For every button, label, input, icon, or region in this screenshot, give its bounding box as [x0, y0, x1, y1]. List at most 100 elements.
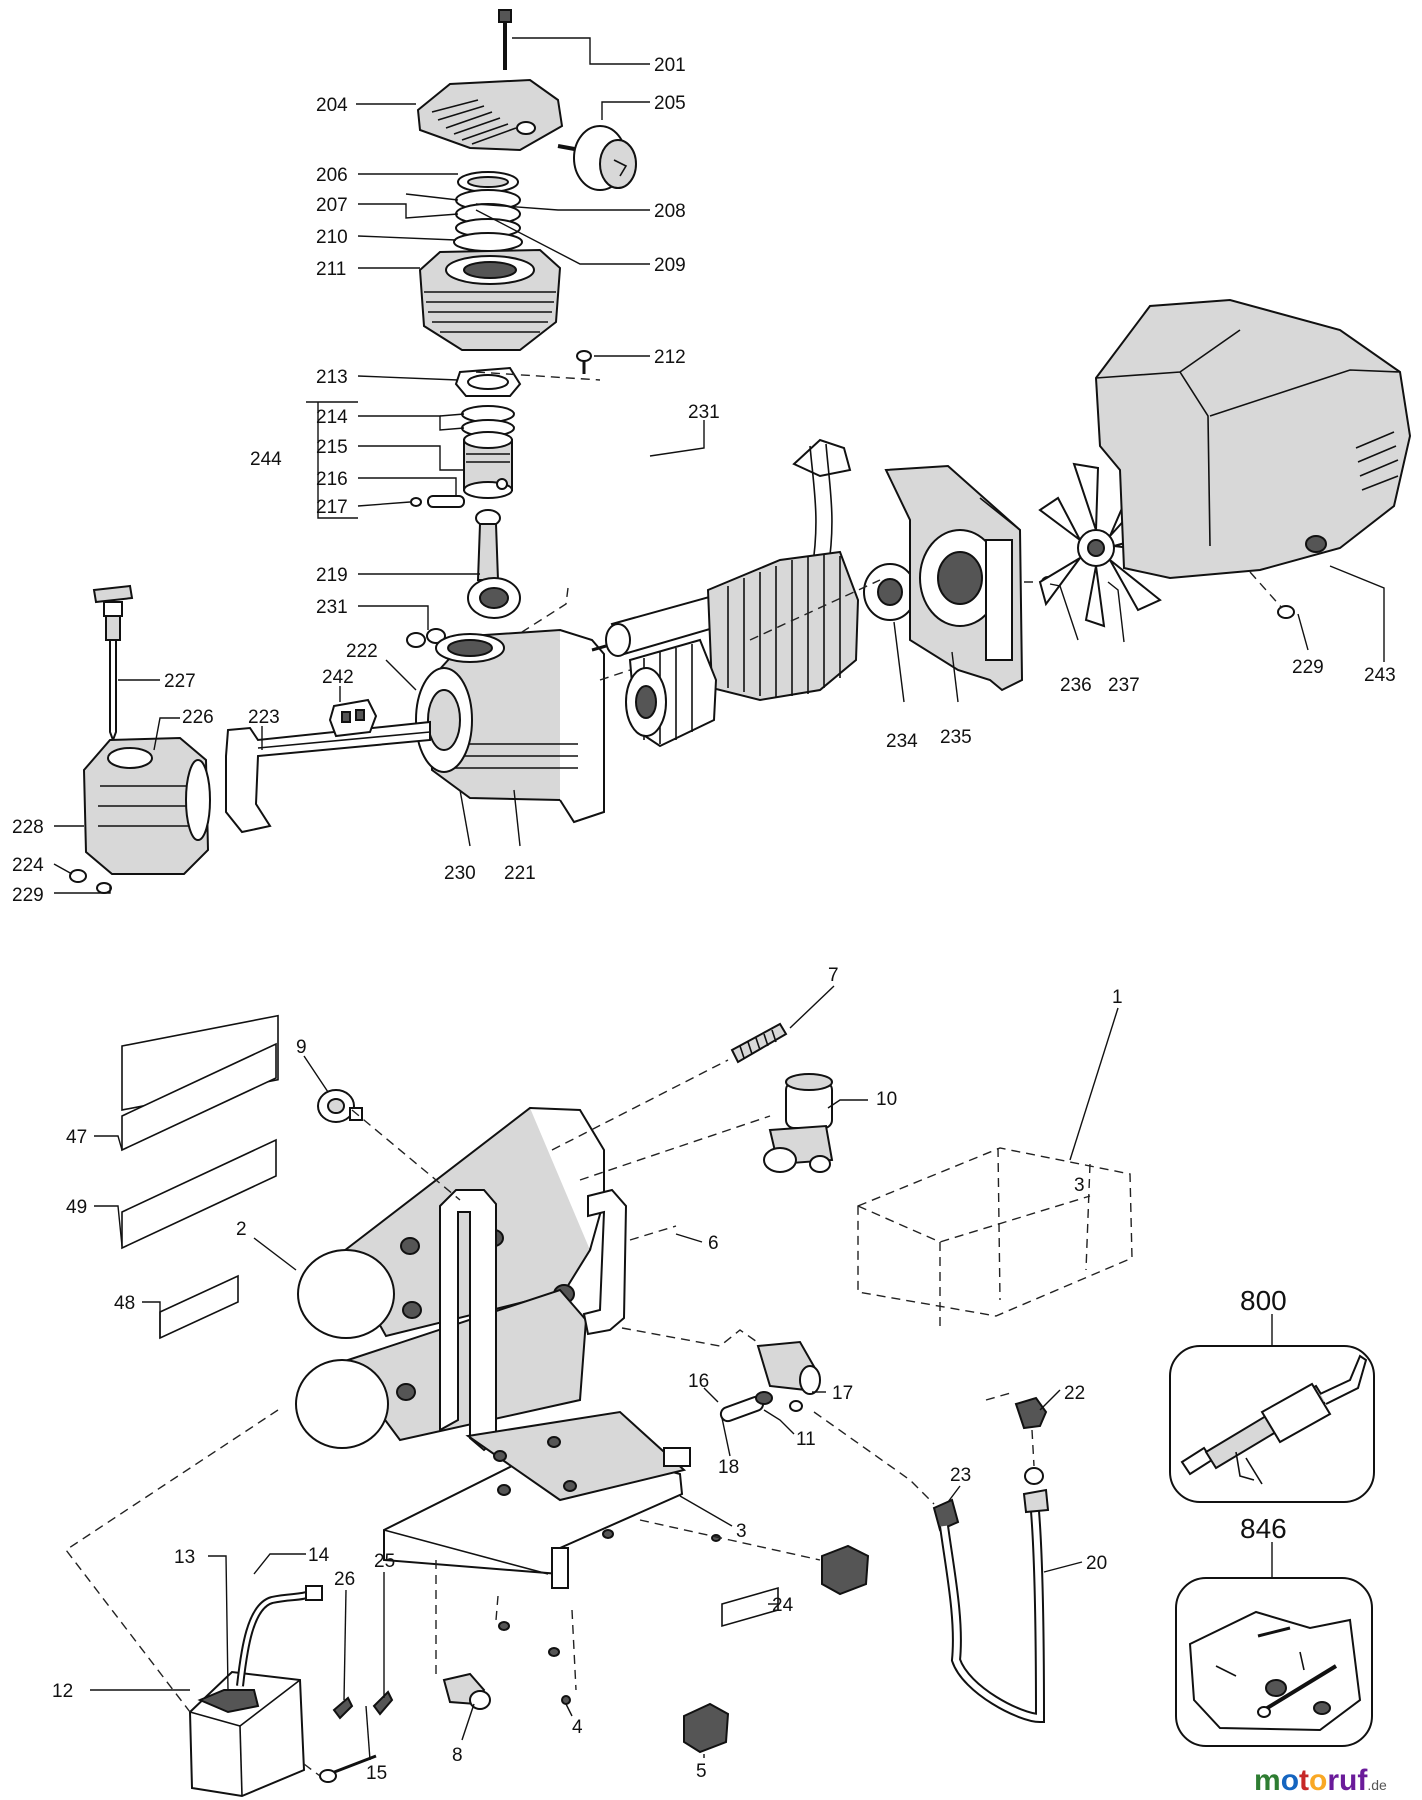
- callout-236: 236: [1060, 675, 1092, 696]
- svg-text:motoruf.de: motoruf.de: [1254, 1764, 1387, 1797]
- callout-8: 8: [452, 1745, 463, 1766]
- callout-216: 216: [316, 469, 348, 490]
- head-bolt: [498, 9, 512, 70]
- pressure-gauge: [317, 1089, 363, 1123]
- callout-237: 237: [1108, 675, 1140, 696]
- callout-242: 242: [322, 667, 354, 688]
- dash-path: [475, 371, 601, 381]
- shroud-screw: [1277, 605, 1295, 619]
- switch: [328, 698, 378, 738]
- callout-223: 223: [248, 707, 280, 728]
- callout-7: 7: [828, 965, 839, 986]
- callout-234: 234: [886, 731, 918, 752]
- motor-end-bell: [884, 464, 1024, 692]
- watermark-tld: .de: [1367, 1777, 1387, 1793]
- dash-path: [985, 1391, 1015, 1401]
- callout-13: 13: [174, 1547, 195, 1568]
- callout-6: 6: [708, 1233, 719, 1254]
- connecting-rod: [467, 509, 521, 619]
- callout-212: 212: [654, 347, 686, 368]
- callout-207: 207: [316, 195, 348, 216]
- spring: [730, 1022, 788, 1064]
- callout-231-lower: 231: [316, 597, 348, 618]
- callout-846: 846: [1240, 1513, 1287, 1544]
- callout-219: 219: [316, 565, 348, 586]
- callout-26: 26: [334, 1569, 355, 1590]
- callout-244: 244: [250, 449, 282, 470]
- callout-10: 10: [876, 1089, 897, 1110]
- rubber-foot: [683, 1544, 870, 1754]
- dash-path: [551, 1059, 729, 1151]
- cord-and-box: [188, 1585, 323, 1798]
- callout-12: 12: [52, 1681, 73, 1702]
- crankcase: [415, 628, 605, 824]
- label-24-shape: [721, 1586, 779, 1628]
- fan-shroud: [1094, 298, 1412, 580]
- dipstick: [92, 584, 134, 743]
- callout-227: 227: [164, 671, 196, 692]
- callout-1: 1: [1112, 987, 1123, 1008]
- callout-228: 228: [12, 817, 44, 838]
- watermark-m: m: [1254, 1764, 1281, 1797]
- callout-224: 224: [12, 855, 44, 876]
- motor-stator-rotor: [625, 438, 860, 748]
- callout-231-upper: 231: [688, 402, 720, 423]
- dash-path: [64, 1409, 279, 1713]
- rod-nuts: [406, 628, 446, 648]
- leader-lines-top: [53, 37, 1385, 894]
- callout-17: 17: [832, 1383, 853, 1404]
- label-47-shape: [121, 1042, 277, 1152]
- callout-205: 205: [654, 93, 686, 114]
- callout-3-carton: 3: [1074, 1175, 1085, 1196]
- callout-243: 243: [1364, 665, 1396, 686]
- callout-2: 2: [236, 1219, 247, 1240]
- watermark-ruf: ruf: [1327, 1764, 1368, 1797]
- pump-motor-assembly: [69, 9, 1412, 894]
- dash-path: [813, 1411, 935, 1505]
- discharge-tube: [932, 1488, 1050, 1724]
- dash-path: [749, 579, 881, 641]
- check-valve: [719, 1340, 821, 1423]
- dash-path: [1031, 1429, 1035, 1467]
- callout-206: 206: [316, 165, 348, 186]
- wire-terminal: [319, 1754, 377, 1783]
- lower-tank: [295, 1288, 588, 1449]
- gear-cover: [69, 736, 211, 894]
- piston-assembly: [410, 405, 515, 508]
- callout-210: 210: [316, 227, 348, 248]
- cylinder-screw: [576, 350, 592, 374]
- callout-229-right: 229: [1292, 657, 1324, 678]
- regulator: [763, 1073, 834, 1173]
- dash-path: [303, 1763, 321, 1777]
- base-screws: [498, 1529, 721, 1705]
- label-48-shape: [159, 1274, 239, 1340]
- callout-222: 222: [346, 641, 378, 662]
- callout-3-base: 3: [736, 1521, 747, 1542]
- callout-18: 18: [718, 1457, 739, 1478]
- watermark-o2: o: [1309, 1764, 1327, 1797]
- label-49-shape: [121, 1138, 277, 1250]
- air-filter: [557, 125, 637, 191]
- dash-path: [639, 1519, 821, 1561]
- leader-lines-bottom: [90, 985, 1119, 1761]
- callout-11: 11: [796, 1429, 816, 1450]
- callout-48: 48: [114, 1293, 135, 1314]
- callout-204: 204: [316, 95, 348, 116]
- elbow-fitting: [1014, 1396, 1048, 1485]
- dash-path: [1249, 571, 1283, 609]
- callout-235: 235: [940, 727, 972, 748]
- valve-plate-stack: [453, 171, 523, 252]
- callout-800: 800: [1240, 1285, 1287, 1316]
- callout-23: 23: [950, 1465, 971, 1486]
- drain-valve: [442, 1672, 491, 1710]
- dash-path: [495, 1595, 499, 1621]
- callout-226: 226: [182, 707, 214, 728]
- dash-path: [579, 1115, 771, 1181]
- callout-209: 209: [654, 255, 686, 276]
- dash-path: [621, 1327, 761, 1347]
- dash-path: [351, 1109, 461, 1201]
- dash-path: [571, 1609, 577, 1691]
- bearing: [863, 563, 917, 621]
- kit-846-inset: [1175, 1542, 1373, 1747]
